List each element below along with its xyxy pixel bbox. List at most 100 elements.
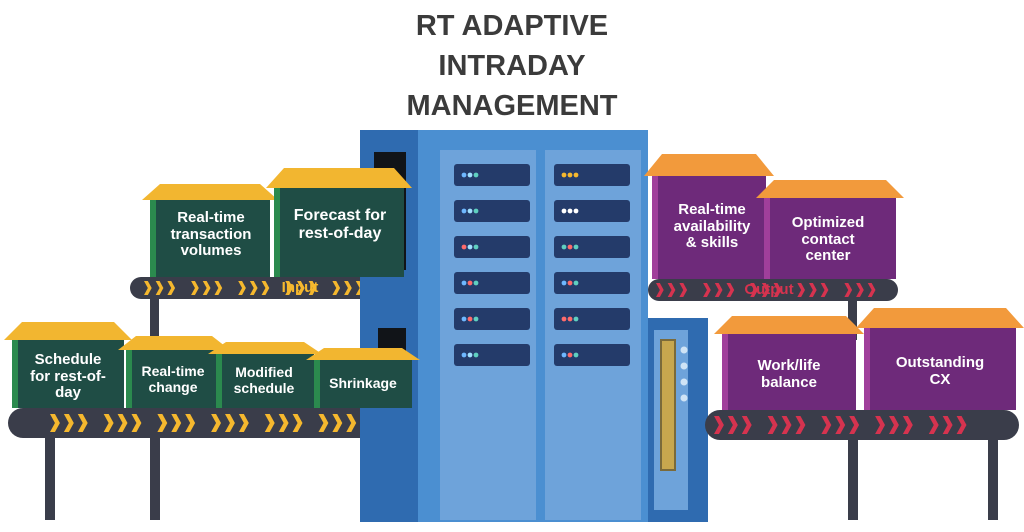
machine-button xyxy=(680,346,688,354)
box-lid xyxy=(856,308,1024,328)
input-belt xyxy=(130,277,420,340)
server-led xyxy=(567,244,573,250)
belt-chevron xyxy=(238,414,249,432)
belt-chevron xyxy=(809,283,817,297)
belt-chevron xyxy=(741,416,752,434)
box-front xyxy=(156,200,270,277)
box-side xyxy=(150,200,156,277)
lower-right-belt-leg xyxy=(848,436,858,520)
belt-chevron xyxy=(942,416,953,434)
belt-chevron xyxy=(928,416,939,434)
server-led xyxy=(473,208,479,214)
belt-chevron xyxy=(355,281,364,295)
belt-chevron xyxy=(225,414,235,432)
box-front xyxy=(18,340,124,408)
server-unit xyxy=(454,200,530,222)
box-lid xyxy=(118,336,230,350)
box-side xyxy=(314,360,320,408)
server-unit xyxy=(554,344,630,366)
server-led xyxy=(467,208,473,214)
belt-chevron xyxy=(703,283,711,297)
belt-chevron xyxy=(318,414,329,432)
belt-chevron xyxy=(185,414,196,432)
title-line: RT ADAPTIVE xyxy=(415,10,609,42)
server-unit xyxy=(454,164,530,186)
server-led xyxy=(567,352,573,358)
box-lid xyxy=(208,342,322,354)
title-line: MANAGEMENT xyxy=(406,90,618,122)
belt-chevron xyxy=(249,281,258,295)
server-led xyxy=(473,244,479,250)
server-led xyxy=(573,280,579,286)
belt-chevron xyxy=(867,283,876,297)
output-belt-chevrons xyxy=(656,283,876,297)
belt-chevron xyxy=(656,283,664,297)
belt-chevron xyxy=(171,414,182,432)
box-side xyxy=(126,350,132,408)
lower-right-belt xyxy=(705,410,1019,520)
diagram-title: RT ADAPTIVE INTRADAY MANAGEMENT xyxy=(0,6,1024,126)
server-units xyxy=(454,164,630,366)
belt-chevron xyxy=(726,283,735,297)
belt-chevron xyxy=(308,281,317,295)
belt-chevron xyxy=(795,416,806,434)
server-unit xyxy=(454,236,530,258)
box-realtime-change xyxy=(118,336,230,408)
boxes-layer xyxy=(4,154,1024,410)
box-lid xyxy=(714,316,864,334)
server-led xyxy=(473,352,479,358)
server-led xyxy=(461,208,467,214)
server-unit xyxy=(554,164,630,186)
server-led xyxy=(573,208,579,214)
output-belt-body xyxy=(648,279,898,301)
belt-chevron xyxy=(844,283,853,297)
box-front xyxy=(280,188,404,277)
belt-chevron xyxy=(285,281,293,295)
belt-chevron xyxy=(679,283,688,297)
belt-chevron xyxy=(714,416,724,434)
belt-chevron xyxy=(332,281,341,295)
output-belt xyxy=(648,279,898,340)
box-front xyxy=(770,198,896,279)
belt-chevron xyxy=(117,414,128,432)
belt-chevron xyxy=(77,414,88,432)
box-availability xyxy=(644,154,774,279)
box-front xyxy=(320,360,412,408)
server-led xyxy=(573,352,579,358)
belt-chevron xyxy=(50,414,60,432)
belt-chevron xyxy=(714,283,723,297)
server-led xyxy=(561,172,567,178)
belt-chevron xyxy=(835,416,846,434)
belt-chevron xyxy=(889,416,899,434)
server-led xyxy=(467,280,473,286)
belt-chevron xyxy=(202,281,211,295)
belt-chevron xyxy=(902,416,913,434)
belt-chevron xyxy=(781,416,792,434)
server-led xyxy=(567,172,573,178)
server-unit xyxy=(554,200,630,222)
input-belt-leg xyxy=(150,296,159,340)
belt-chevron xyxy=(821,416,832,434)
belt-chevron xyxy=(278,414,289,432)
belt-chevron xyxy=(157,414,168,432)
lower-right-belt-body xyxy=(705,410,1019,440)
server-led xyxy=(461,172,467,178)
server-unit xyxy=(454,272,530,294)
server-led xyxy=(567,208,573,214)
belt-chevron xyxy=(820,283,829,297)
box-outstanding-cx xyxy=(856,308,1024,410)
box-front xyxy=(658,176,766,279)
box-optimized xyxy=(756,180,904,279)
belt-chevron xyxy=(144,281,152,295)
belt-chevron xyxy=(264,414,275,432)
box-label-shrinkage: Shrinkage xyxy=(329,375,397,392)
server-led xyxy=(573,316,579,322)
server-led xyxy=(461,316,467,322)
machine-button xyxy=(680,362,688,370)
box-lid xyxy=(266,168,412,188)
